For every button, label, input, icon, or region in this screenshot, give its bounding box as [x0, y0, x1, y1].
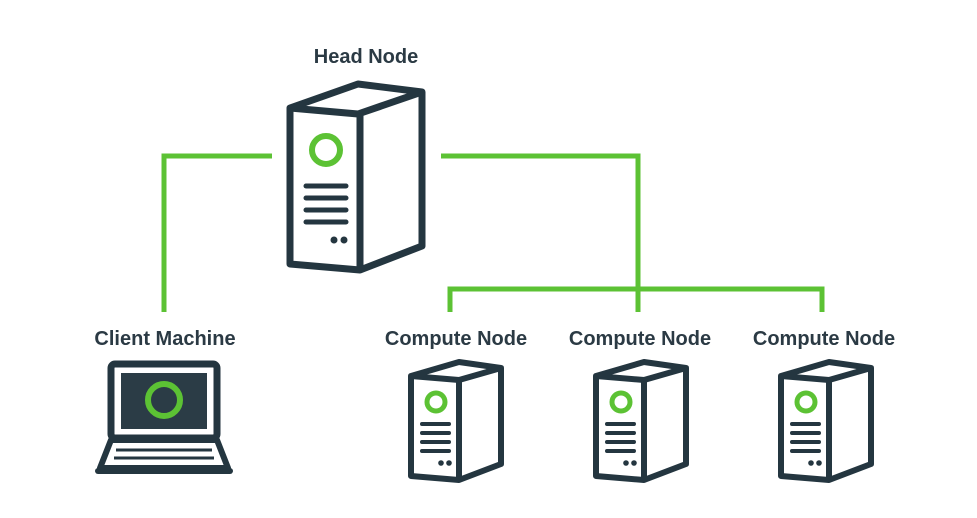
connectors [161, 153, 825, 312]
compute-node-1-server-icon [408, 359, 504, 483]
connector-head-to-client [161, 153, 272, 312]
client-machine-label: Client Machine [94, 328, 236, 350]
connector-compute-bus [447, 286, 825, 312]
compute-node-1-label: Compute Node [384, 328, 528, 350]
compute-node-2-server-icon [593, 359, 689, 483]
compute-node-3-label: Compute Node [752, 328, 896, 350]
head-node-server-icon [286, 80, 426, 274]
client-laptop-icon [95, 360, 233, 474]
connector-head-to-compute [441, 153, 641, 312]
compute-node-2-label: Compute Node [568, 328, 712, 350]
head-node-label: Head Node [313, 46, 419, 68]
compute-node-3-server-icon [778, 359, 874, 483]
